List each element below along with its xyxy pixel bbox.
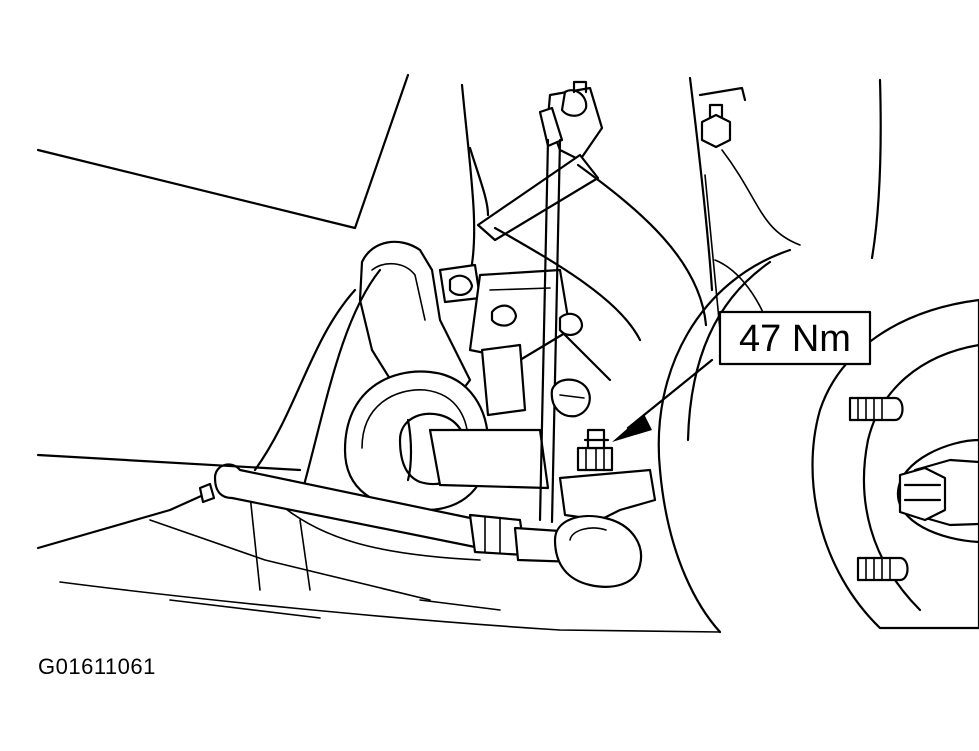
strut-bracket <box>470 82 706 340</box>
ground-lines <box>38 455 720 632</box>
body-panels <box>38 75 881 330</box>
torque-callout-box <box>720 312 870 364</box>
torque-label: 47 Nm <box>739 318 851 360</box>
brake-rotor <box>659 250 979 632</box>
wheel-studs <box>850 398 908 580</box>
figure-id: G01611061 <box>38 654 156 679</box>
torque-callout: 47 Nm <box>612 312 870 442</box>
castle-nut <box>578 448 612 470</box>
stabilizer-link <box>540 140 590 522</box>
wheel-stud-upper <box>850 398 903 420</box>
callout-arrow-head <box>612 414 652 442</box>
upper-nut <box>702 105 730 147</box>
tie-rod-end <box>555 430 655 587</box>
